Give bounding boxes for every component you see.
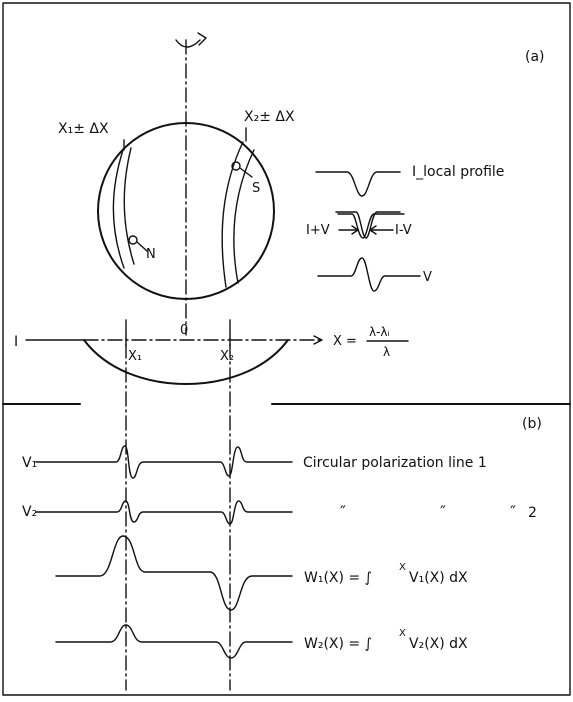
band-left-outer	[112, 149, 125, 269]
v-profile-curve	[317, 257, 421, 292]
band-right-inner	[233, 149, 255, 284]
i-minus-v-curve	[335, 211, 401, 239]
i-minus-v-arrowhead-icon	[369, 225, 377, 235]
rotation-arrow-icon	[175, 39, 201, 48]
panel-a-label: (a)	[525, 49, 545, 65]
w1-formula-rhs: V₁(X) dX	[409, 570, 468, 586]
axis-arrowhead-icon	[313, 335, 323, 345]
local-profile-curve	[315, 171, 401, 197]
point-n-leader	[136, 241, 148, 252]
x1-tick-label: X₁	[128, 349, 142, 364]
local-profile-label: I_local profile	[412, 164, 504, 180]
ditto-mark-2: ″	[440, 502, 446, 521]
absorption-profile-curve	[83, 339, 289, 385]
x-definition-numerator: λ-λᵢ	[369, 325, 390, 339]
line2-number: 2	[528, 505, 537, 521]
point-n-label: N	[146, 247, 156, 262]
point-s-marker	[231, 161, 241, 171]
i-plus-v-label: I+V	[306, 223, 330, 238]
w1-curve	[55, 535, 293, 611]
v1-curve	[35, 445, 293, 479]
w2-curve	[55, 624, 293, 659]
rotation-arrowhead-icon	[197, 32, 207, 46]
w2-formula-sup: X	[399, 628, 406, 639]
point-n-marker	[128, 235, 138, 245]
stellar-disk	[97, 122, 275, 300]
band-right-outer	[221, 141, 244, 288]
band-left-inner	[123, 147, 135, 265]
x-definition-denominator: λ	[383, 345, 390, 359]
axis-i-label: I	[14, 334, 18, 350]
i-plus-v-arrowhead-icon	[351, 225, 359, 235]
band-right-label: X₂± ΔX	[244, 109, 295, 125]
panel-b-label: (b)	[522, 416, 542, 432]
w2-formula-rhs: V₂(X) dX	[409, 636, 468, 652]
w1-formula-sup: X	[399, 562, 406, 573]
x-definition-lhs: X =	[333, 334, 357, 349]
w2-formula-lhs: W₂(X) = ∫	[304, 636, 372, 652]
v2-label: V₂	[22, 504, 37, 520]
x2-tick-label: X₂	[220, 349, 234, 364]
point-s-leader	[239, 167, 253, 178]
axis-zero-label: 0	[180, 323, 188, 338]
v-profile-label: V	[423, 270, 432, 285]
v1-label: V₁	[22, 455, 37, 471]
w1-formula-lhs: W₁(X) = ∫	[304, 570, 372, 586]
i-minus-v-label: I-V	[395, 223, 412, 238]
v2-curve	[35, 500, 293, 525]
line1-caption: Circular polarization line 1	[303, 455, 487, 471]
ditto-mark-3: ″	[510, 502, 516, 521]
ditto-mark-1: ″	[340, 502, 346, 521]
band-left-label: X₁± ΔX	[58, 121, 109, 137]
point-s-label: S	[252, 181, 260, 196]
i-plus-v-curve	[337, 213, 405, 239]
